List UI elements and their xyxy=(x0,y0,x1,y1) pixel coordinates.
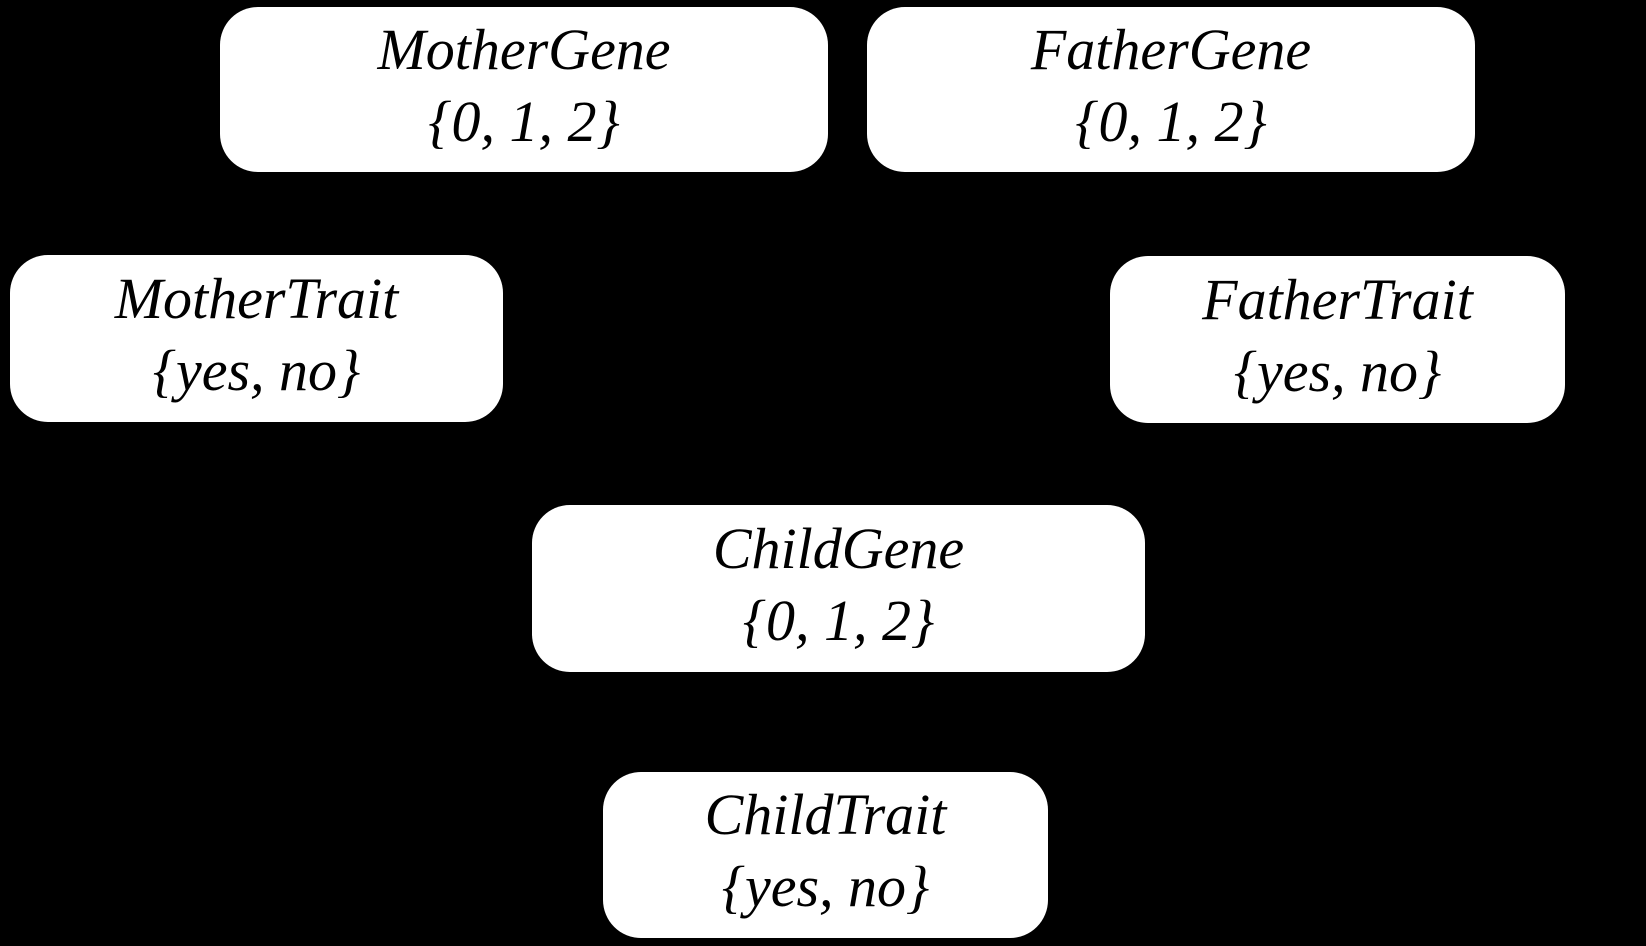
node-mother-trait: MotherTrait {yes, no} xyxy=(10,255,503,422)
node-mother-gene: MotherGene {0, 1, 2} xyxy=(220,7,828,172)
node-mother-gene-domain: {0, 1, 2} xyxy=(428,88,620,154)
node-child-gene-domain: {0, 1, 2} xyxy=(742,587,935,653)
node-child-gene-label: ChildGene xyxy=(712,515,965,581)
node-child-trait-domain: {yes, no} xyxy=(721,854,930,919)
node-mother-gene-label: MotherGene xyxy=(377,16,671,82)
node-father-trait-label: FatherTrait xyxy=(1202,266,1473,332)
node-mother-trait-label: MotherTrait xyxy=(114,265,399,331)
node-father-gene-domain: {0, 1, 2} xyxy=(1075,88,1267,154)
node-child-trait: ChildTrait {yes, no} xyxy=(603,772,1048,938)
node-father-trait: FatherTrait {yes, no} xyxy=(1110,256,1565,423)
node-mother-trait-domain: {yes, no} xyxy=(152,337,361,403)
node-child-gene: ChildGene {0, 1, 2} xyxy=(532,505,1145,672)
node-father-gene: FatherGene {0, 1, 2} xyxy=(867,7,1475,172)
node-father-gene-label: FatherGene xyxy=(1030,16,1312,82)
node-child-trait-label: ChildTrait xyxy=(704,782,947,847)
node-father-trait-domain: {yes, no} xyxy=(1233,338,1442,404)
